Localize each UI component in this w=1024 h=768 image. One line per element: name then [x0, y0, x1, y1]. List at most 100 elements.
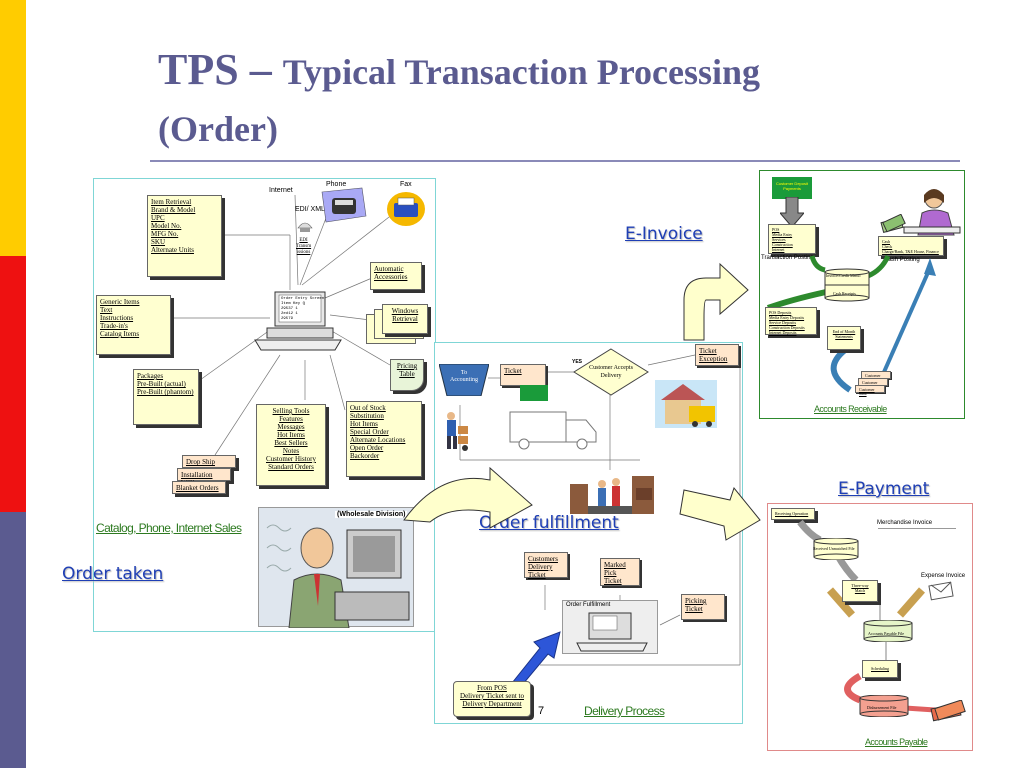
selling-tools-line: Notes — [282, 447, 300, 455]
selling-tools-line: Customer History — [266, 455, 316, 463]
e-payment-link[interactable]: E-Payment — [838, 479, 930, 499]
worker-dolly-icon — [447, 412, 468, 451]
screen-line: Item Key Q — [281, 302, 306, 306]
windows-line: Windows — [391, 307, 419, 315]
band-red — [0, 256, 26, 512]
transaction-posting-label: Transaction Posting — [761, 255, 814, 261]
packages-box: Packages Pre-Built (actual) Pre-Built (p… — [133, 369, 199, 425]
selling-tools-line: Selling Tools — [272, 407, 310, 415]
pricing-line: Pricing — [396, 362, 418, 370]
picking-ticket-label: Picking Ticket — [685, 597, 707, 613]
phone-icon — [321, 187, 367, 223]
out-of-stock-line: Substitution — [350, 412, 384, 420]
customer-accepts-line: Customer Accepts — [589, 365, 633, 371]
catalog-label: Catalog, Phone, Internet Sales — [96, 521, 242, 535]
drop-ship-box: Drop Ship — [182, 455, 236, 468]
warehouse-icon — [570, 476, 654, 514]
automatic-line: Accessories — [374, 273, 408, 281]
generic-items-line: Catalog Items — [100, 330, 140, 338]
ticket-green-tab — [520, 385, 548, 401]
blanket-orders-label: Blanket Orders — [176, 484, 219, 492]
scheduling-label: Scheduling — [871, 666, 889, 671]
fax-icon — [387, 192, 425, 226]
item-retrieval-line: Brand & Model — [151, 206, 196, 214]
item-retrieval-line: SKU — [151, 238, 166, 246]
salesman-icon — [266, 524, 410, 628]
payment-type-line: Check — [882, 244, 893, 249]
to-accounting-label: To Accounting — [444, 370, 484, 384]
wholesale-label: (Wholesale Division) — [335, 511, 408, 518]
customer-accepts-label: Customer Accepts Delivery — [582, 364, 640, 380]
automatic-line: Automatic — [374, 265, 404, 273]
internet-label: Internet — [269, 187, 293, 194]
customer-deposit-box: Customer Deposit Payments — [772, 177, 812, 199]
statement-label: Customer Stmt — [859, 387, 875, 396]
payment-type-line: Charge/Bank, T&E House, Finance — [882, 249, 939, 254]
windows-line: Retrieval — [392, 315, 418, 323]
customer-accepts-diamond — [573, 348, 649, 396]
picking-ticket-box: Picking Ticket — [681, 594, 725, 620]
order-fulfillment-link[interactable]: Order fulfillment — [479, 513, 619, 533]
order-taken-link[interactable]: Order taken — [62, 564, 164, 584]
phone-label: Phone — [326, 181, 347, 188]
order-terminal-icon — [254, 291, 342, 351]
deposit-line: Service Deposits — [769, 320, 796, 325]
packages-line: Packages — [137, 372, 164, 380]
e-invoice-link[interactable]: E-Invoice — [625, 224, 703, 244]
drop-ship-label: Drop Ship — [186, 458, 215, 466]
merchandise-invoice-underline — [878, 528, 956, 529]
ticket-label: Ticket — [504, 367, 522, 375]
customers-ticket-line: Delivery Ticket — [528, 563, 553, 579]
item-retrieval-line: Alternate Units — [151, 246, 194, 254]
out-of-stock-box: Out of Stock Substitution Hot Items Spec… — [346, 401, 422, 477]
edi-transmissions: EDI Transm issions — [296, 238, 311, 256]
pos-list-line: POS — [772, 227, 780, 232]
accounts-receivable-label: Accounts Receivable — [814, 404, 887, 414]
customer-accepts-line: Delivery — [600, 373, 622, 379]
pos-list-box: POS Media Entry Services Construction In… — [768, 224, 816, 254]
cash-posting-label: Cash Posting — [884, 257, 920, 263]
from-pos-line: Delivery Department — [462, 700, 522, 708]
envelope-icon — [928, 581, 954, 601]
edi-line: issions — [296, 250, 311, 255]
delivery-house-icon — [655, 380, 717, 428]
deposit-line: Internet Deposits — [769, 330, 797, 335]
out-of-stock-line: Open Order — [350, 444, 384, 452]
title-divider — [150, 160, 960, 162]
invoice-credit-memo-label: Invoice/Credit Memo — [826, 273, 861, 278]
item-retrieval-line: MFG No. — [151, 230, 179, 238]
yes-label: YES — [572, 359, 583, 365]
generic-items-line: Text — [100, 306, 113, 314]
accounts-payable-file-label: Accounts Payable File — [868, 631, 904, 636]
end-of-month-line: Statements — [835, 334, 853, 339]
blanket-orders-box: Blanket Orders — [172, 481, 226, 494]
end-of-month-line: End of Month — [832, 329, 856, 334]
accounts-payable-file-icon — [863, 620, 913, 642]
item-retrieval-line: Model No. — [151, 222, 182, 230]
end-of-month-box: End of Month Statements — [827, 326, 861, 350]
ticket-exception-box: Ticket Exception — [695, 344, 739, 366]
marked-pick-ticket-box: Marked Pick Ticket — [600, 558, 640, 586]
edi-xml-label: EDI/ XML — [295, 206, 325, 213]
out-of-stock-line: Out of Stock — [350, 404, 386, 412]
receiving-operation-label: Receiving Operation — [775, 511, 809, 516]
out-of-stock-line: Hot Items — [350, 420, 378, 428]
ticket-exception-line: Exception — [699, 355, 728, 363]
to-accounting-line: Accounting — [450, 377, 478, 383]
packages-line: Pre-Built (actual) — [137, 380, 186, 388]
fulfillment-terminal-icon — [576, 612, 648, 652]
merchandise-invoice-label: Merchandise Invoice — [877, 520, 933, 526]
automatic-accessories-box: Automatic Accessories — [370, 262, 422, 290]
band-yellow — [0, 0, 26, 256]
generic-items-line: Instructions — [100, 314, 134, 322]
order-fulfillment-window: Order Fulfillment — [562, 600, 658, 654]
checks-icon — [930, 700, 966, 722]
from-pos-line: From POS — [477, 684, 507, 692]
order-fulfillment-window-title: Order Fulfillment — [566, 602, 611, 608]
scheduling-box: Scheduling — [862, 660, 898, 678]
customer-deposit-line: Customer Deposit — [775, 181, 808, 186]
disbursement-file-label: Disbursement File — [867, 705, 897, 710]
to-accounting-shape — [439, 364, 489, 396]
